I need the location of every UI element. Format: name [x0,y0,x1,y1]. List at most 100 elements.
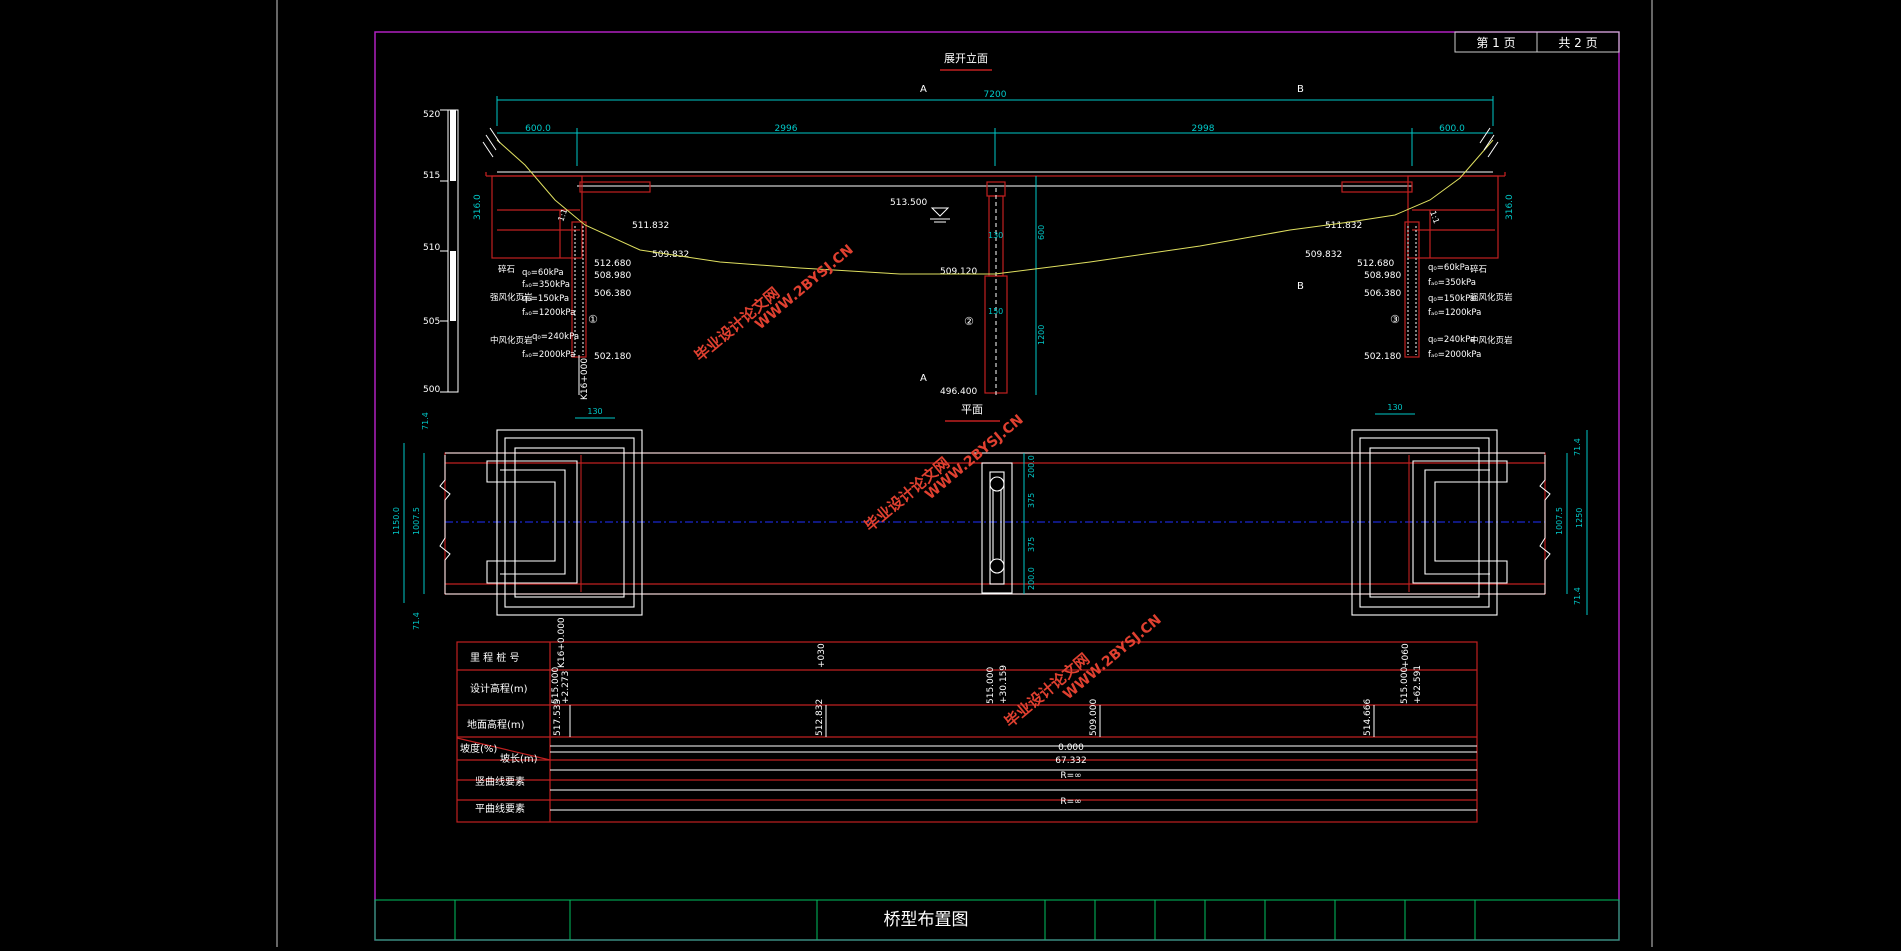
svg-text:+030: +030 [817,643,827,668]
grade-value: 0.000 [1058,743,1084,753]
page-total-label: 共 2 页 [1558,36,1597,50]
svg-text:508.980: 508.980 [1364,271,1401,281]
pier-plan [981,462,1013,594]
svg-text:515: 515 [423,171,440,181]
svg-text:71.4: 71.4 [421,412,430,430]
svg-text:200.0: 200.0 [1027,455,1036,478]
section-mark-b-top: B [1297,84,1304,95]
svg-text:517.535: 517.535 [553,699,563,736]
profile-table: 里 程 桩 号 设计高程(m) 地面高程(m) 坡度(%) 坡长(m) 竖曲线要… [456,617,1478,823]
svg-text:中风化页岩: 中风化页岩 [1470,335,1513,346]
svg-text:200.0: 200.0 [1027,567,1036,590]
svg-text:+2.273: +2.273 [561,671,571,704]
left-abutment-plan [486,429,643,616]
left-plan-dims: 71.4 1150.0 1007.5 71.4 [392,412,430,630]
drawing-title: 桥型布置图 [884,910,969,930]
section-mark-a-top: A [920,84,927,95]
right-pile-number: ③ [1390,313,1400,326]
svg-text:500: 500 [423,385,440,395]
svg-text:+62.591: +62.591 [1413,665,1423,704]
svg-text:q₀=60kPa: q₀=60kPa [1428,263,1470,273]
svg-text:71.4: 71.4 [412,612,421,630]
pier-upper-dim: 600 [1037,225,1046,240]
svg-text:511.832: 511.832 [632,221,669,231]
right-abutment-plan [1351,429,1508,616]
design-elev-values: 515.000 +2.273 515.000 +30.159 515.000 +… [551,665,1423,704]
svg-text:512.832: 512.832 [815,699,825,736]
left-soil-labels: 碎石 q₀=60kPa fₐ₀=350kPa 强风化页岩 q₀=150kPa f… [490,264,579,360]
left-pile-number: ① [588,313,598,326]
left-abut-width-dim: 130 [587,407,602,416]
svg-text:502.180: 502.180 [1364,352,1401,362]
right-abut-length-dim: 600.0 [1439,124,1465,134]
svg-text:q₀=150kPa: q₀=150kPa [522,294,569,304]
svg-text:q₀=60kPa: q₀=60kPa [522,268,564,278]
svg-text:375: 375 [1027,537,1036,552]
svg-text:碎石: 碎石 [1470,264,1487,275]
svg-text:碎石: 碎石 [498,264,515,275]
right-abutment [1341,175,1499,358]
svg-text:+30.159: +30.159 [999,665,1009,704]
svg-text:515.000: 515.000 [1400,667,1410,704]
svg-text:509.000: 509.000 [1089,699,1099,736]
pier-base-elev: 496.400 [940,387,977,397]
page-counter: 第 1 页 共 2 页 [1454,31,1620,53]
station-label: K16+000 [580,358,590,400]
svg-text:375: 375 [1027,493,1036,508]
svg-text:506.380: 506.380 [594,289,631,299]
right-abut-width-dim: 130 [1387,403,1402,412]
water-level-marker [930,207,950,223]
svg-text:fₐ₀=2000kPa: fₐ₀=2000kPa [522,350,575,360]
right-plan-dims: 71.4 1007.5 1250 71.4 [1555,438,1584,605]
elevation-title: 展开立面 [944,51,988,65]
svg-text:fₐ₀=350kPa: fₐ₀=350kPa [1428,278,1476,288]
left-slope-label: 1:1 [556,208,569,223]
svg-text:fₐ₀=1200kPa: fₐ₀=1200kPa [1428,308,1481,318]
svg-text:中风化页岩: 中风化页岩 [490,335,533,346]
svg-text:q₀=150kPa: q₀=150kPa [1428,294,1475,304]
svg-text:+060: +060 [1401,643,1411,668]
svg-text:511.832: 511.832 [1325,221,1362,231]
svg-text:71.4: 71.4 [1573,438,1582,456]
svg-text:509.832: 509.832 [1305,250,1342,260]
svg-text:平曲线要素: 平曲线要素 [475,802,525,815]
station-values: K16+0.000 +030 +060 [557,617,1411,668]
right-abut-height-dim: 316.0 [1505,194,1515,220]
svg-text:1007.5: 1007.5 [1555,507,1564,535]
watermark-group: 毕业设计论文网 WWW.2BYSJ.CN 毕业设计论文网 WWW.2BYSJ.C… [691,242,1165,731]
section-mark-a-bottom: A [920,373,927,384]
svg-text:fₐ₀=350kPa: fₐ₀=350kPa [522,280,570,290]
svg-text:q₀=240kPa: q₀=240kPa [1428,335,1475,345]
water-level-elev: 513.500 [890,198,927,208]
svg-text:1150.0: 1150.0 [392,507,401,535]
svg-text:强风化页岩: 强风化页岩 [490,292,533,303]
right-slope-label: 1:1 [1428,210,1441,225]
svg-text:1007.5: 1007.5 [412,507,421,535]
elevation-view: 展开立面 A B B A 7200 600.0 2996 2998 600.0 [423,51,1515,400]
right-span-dim: 2998 [1192,124,1215,134]
pier-mid-dim: 150 [988,307,1003,316]
right-soil-labels: 碎石 q₀=60kPa fₐ₀=350kPa 强风化页岩 q₀=150kPa f… [1428,263,1513,360]
svg-text:强风化页岩: 强风化页岩 [1470,292,1513,303]
ground-profile [496,139,1494,275]
horizontal-curve-value: R=∞ [1060,797,1081,807]
left-abut-elevations: 511.832 509.832 512.680 508.980 506.380 … [594,221,689,362]
drawing-frame [374,31,1620,941]
scale-labels: 520 515 510 505 500 [423,110,440,395]
svg-text:510: 510 [423,243,440,253]
svg-text:里 程 桩 号: 里 程 桩 号 [470,651,520,664]
vertical-curve-value: R=∞ [1060,771,1081,781]
pier-top-dim: 130 [988,231,1003,240]
svg-text:竖曲线要素: 竖曲线要素 [475,775,525,788]
left-abut-height-dim: 316.0 [473,194,483,220]
svg-text:520: 520 [423,110,440,120]
elevation-scale [440,109,459,393]
svg-text:514.666: 514.666 [1363,699,1373,736]
svg-text:1250: 1250 [1575,508,1584,528]
section-mark-b-mid: B [1297,281,1304,292]
svg-text:71.4: 71.4 [1573,587,1582,605]
svg-text:506.380: 506.380 [1364,289,1401,299]
pier-pile-number: ② [964,315,974,328]
